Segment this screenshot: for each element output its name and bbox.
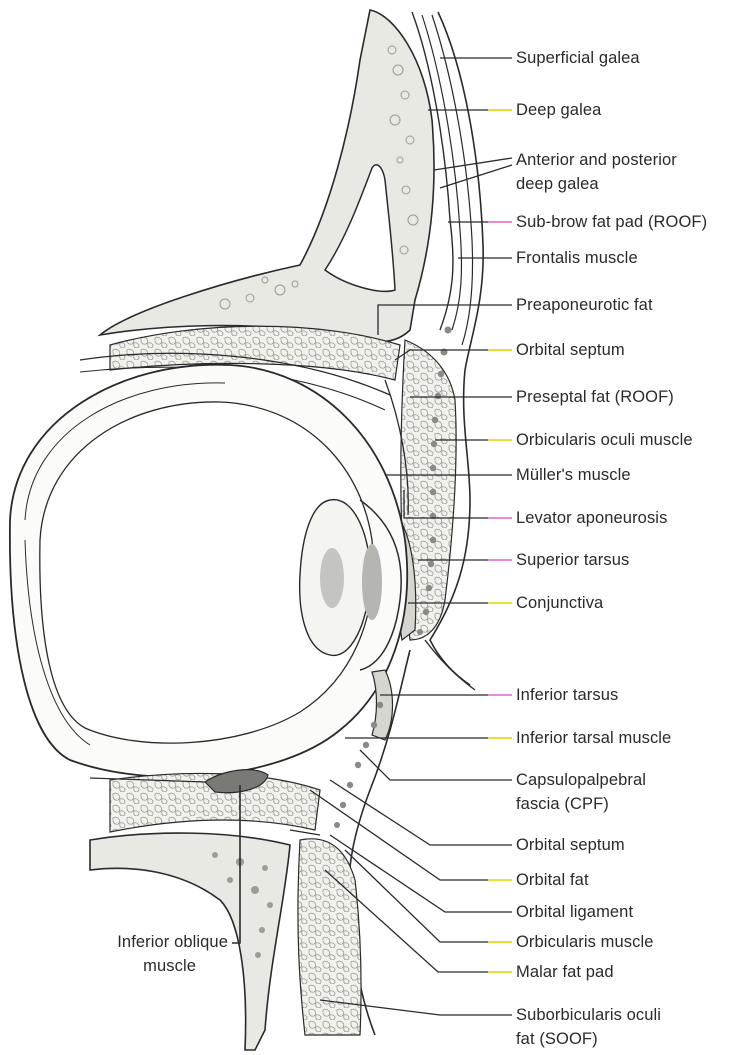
label-preseptal-fat: Preseptal fat (ROOF) [516, 387, 674, 407]
label-inferior-oblique-muscle-line2: muscle [60, 956, 196, 976]
lens-nucleus [320, 548, 344, 608]
label-orbital-fat: Orbital fat [516, 870, 589, 890]
label-suborbicularis-oculi-fat: Suborbicularis oculi [516, 1005, 661, 1025]
label-capsulopalpebral-fascia-line2: fascia (CPF) [516, 794, 609, 814]
label-orbicularis-oculi-muscle: Orbicularis oculi muscle [516, 430, 693, 450]
label-inferior-tarsal-muscle: Inferior tarsal muscle [516, 728, 671, 748]
label-malar-fat-pad: Malar fat pad [516, 962, 614, 982]
soof-fat [298, 839, 361, 1035]
label-suborbicularis-oculi-fat-line2: fat (SOOF) [516, 1029, 598, 1049]
label-orbital-septum-upper: Orbital septum [516, 340, 625, 360]
label-frontalis-muscle: Frontalis muscle [516, 248, 638, 268]
label-capsulopalpebral-fascia: Capsulopalpebral [516, 770, 646, 790]
iris-shade [362, 544, 382, 620]
label-anterior-posterior-deep-galea: Anterior and posterior [516, 150, 677, 170]
label-deep-galea: Deep galea [516, 100, 601, 120]
label-sub-brow-fat-pad: Sub-brow fat pad (ROOF) [516, 212, 707, 232]
label-levator-aponeurosis: Levator aponeurosis [516, 508, 667, 528]
label-superficial-galea: Superficial galea [516, 48, 640, 68]
label-orbital-septum-lower: Orbital septum [516, 835, 625, 855]
label-anterior-posterior-deep-galea-line2: deep galea [516, 174, 599, 194]
label-superior-tarsus: Superior tarsus [516, 550, 629, 570]
label-conjunctiva: Conjunctiva [516, 593, 603, 613]
label-inferior-oblique-muscle: Inferior oblique [60, 932, 228, 952]
label-orbicularis-muscle: Orbicularis muscle [516, 932, 654, 952]
label-inferior-tarsus: Inferior tarsus [516, 685, 618, 705]
label-orbital-ligament: Orbital ligament [516, 902, 633, 922]
label-preaponeurotic-fat: Preaponeurotic fat [516, 295, 653, 315]
leader-highlights [488, 110, 512, 972]
label-mullers-muscle: Müller's muscle [516, 465, 631, 485]
